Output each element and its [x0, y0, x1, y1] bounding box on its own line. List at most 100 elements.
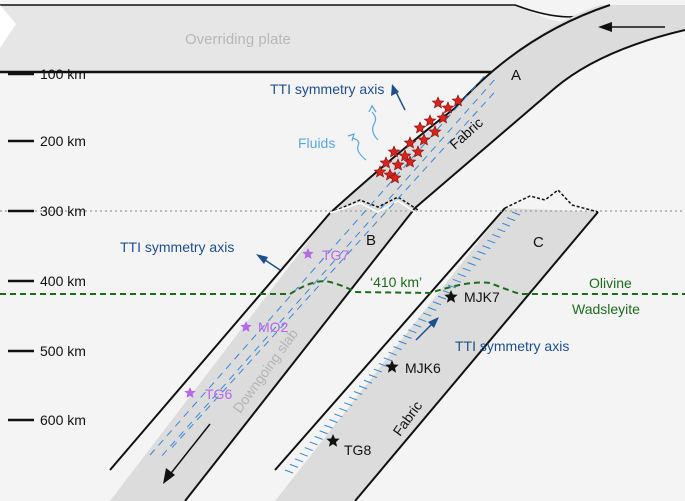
fabric-dash	[200, 391, 206, 398]
break-ab-white	[329, 200, 419, 215]
fabric-dash	[171, 442, 178, 448]
fabric-dash	[203, 402, 210, 409]
fabric-tick	[393, 346, 402, 351]
tti-arrow-b	[256, 254, 281, 271]
fabric-dash	[352, 219, 358, 226]
fabric-dash	[377, 190, 384, 197]
fabric-dash	[335, 238, 342, 245]
fabric-dash	[430, 146, 436, 153]
fabric-dash	[270, 326, 277, 333]
fabric-tick	[319, 430, 328, 435]
fabric-dash	[462, 95, 468, 102]
fabric-dash	[343, 229, 350, 236]
fabric-tick	[437, 295, 447, 300]
red-star	[417, 133, 431, 146]
fabric-dash	[179, 432, 186, 439]
red-star	[373, 165, 387, 178]
fabric-tick	[497, 228, 506, 233]
depth-label-200: 200 km	[40, 133, 86, 149]
fabric-dash	[369, 200, 375, 207]
star-mjk7	[444, 290, 458, 303]
slab-b-top-edge	[109, 212, 331, 471]
overriding-plate-label: Overriding plate	[185, 31, 291, 48]
fabric-dash	[196, 414, 203, 421]
fabric-dash	[397, 193, 403, 200]
fabric-tick	[487, 239, 496, 244]
depth-label-500: 500 km	[40, 343, 86, 359]
overriding-plate-body	[0, 5, 560, 72]
fabric-dash	[158, 439, 164, 446]
fabric-tick	[294, 458, 304, 463]
fabric-dash	[246, 359, 253, 366]
fabric-dash	[220, 383, 226, 390]
fabric-dash	[472, 110, 478, 117]
fabric-dash	[330, 267, 336, 274]
break-c-dashed	[504, 188, 599, 213]
fabric-dash	[213, 396, 219, 402]
fabric-dash	[327, 248, 333, 255]
tti-axis-label-a: TTI symmetry axis	[270, 81, 384, 97]
fabric-dash	[205, 405, 211, 412]
segment-c-label: C	[533, 234, 544, 251]
fabric-dash	[354, 231, 361, 238]
fabric-dash	[413, 175, 420, 182]
fabric-dash	[422, 166, 428, 172]
fabric-dash	[208, 382, 215, 389]
red-star	[428, 125, 442, 138]
fabric-dash	[372, 221, 378, 228]
fabric-dash	[388, 193, 394, 200]
fabric-dash	[251, 334, 257, 341]
tti-arrow-a	[391, 84, 406, 111]
fabric-dash	[455, 129, 461, 136]
fabric-tick	[324, 424, 333, 429]
red-star	[423, 114, 437, 127]
fabric-dash	[279, 317, 285, 324]
fabric-dash	[245, 355, 252, 362]
fabric-dash	[174, 420, 181, 427]
fabric-tick	[358, 385, 368, 390]
fluids-label: Fluids	[298, 135, 335, 151]
fabric-dash	[287, 307, 294, 314]
fabric-dash	[170, 440, 176, 447]
red-star	[387, 145, 401, 158]
fabric-tick	[378, 362, 387, 367]
fabric-tick	[314, 435, 323, 440]
fabric-dash	[413, 165, 420, 172]
fabric-tick	[398, 340, 407, 345]
slab-a-bottom-edge	[414, 29, 685, 209]
fabric-dash	[420, 142, 426, 149]
olivine-label: Olivine	[589, 275, 632, 291]
fabric-dash	[438, 147, 445, 154]
red-star	[411, 145, 425, 158]
fabric-tick	[284, 469, 294, 474]
fabric-dash	[321, 269, 327, 276]
fabric-dash	[380, 203, 386, 210]
red-star	[441, 101, 455, 114]
segment-b-label: B	[366, 232, 376, 249]
red-star	[403, 155, 417, 168]
plate-motion-arrow	[598, 22, 665, 32]
fabric-tick	[299, 452, 308, 457]
fabric-dash	[405, 184, 411, 191]
fabric-dash	[436, 123, 443, 130]
fabric-tick	[339, 407, 348, 412]
fabric-dash	[186, 421, 193, 428]
fabric-tick	[418, 318, 427, 323]
fabric-dash	[296, 304, 303, 310]
slab-b-body	[110, 208, 415, 501]
star-tg8	[326, 434, 340, 447]
fabric-dash	[166, 430, 173, 437]
tti-axis-label-c: TTI symmetry axis	[455, 338, 569, 354]
fabric-dash	[276, 305, 282, 312]
fabric-dash	[254, 345, 260, 352]
event-stars	[184, 248, 458, 447]
plate-cut-left	[0, 5, 16, 48]
fabric-dash	[242, 343, 249, 351]
fabric-dash	[263, 340, 269, 347]
fabric-dash	[464, 108, 470, 115]
event-label-mjk6: MJK6	[405, 360, 441, 376]
fabric-dash	[262, 336, 268, 343]
fabric-dash	[296, 298, 302, 305]
tti-axis-label-b: TTI symmetry axis	[120, 239, 234, 255]
